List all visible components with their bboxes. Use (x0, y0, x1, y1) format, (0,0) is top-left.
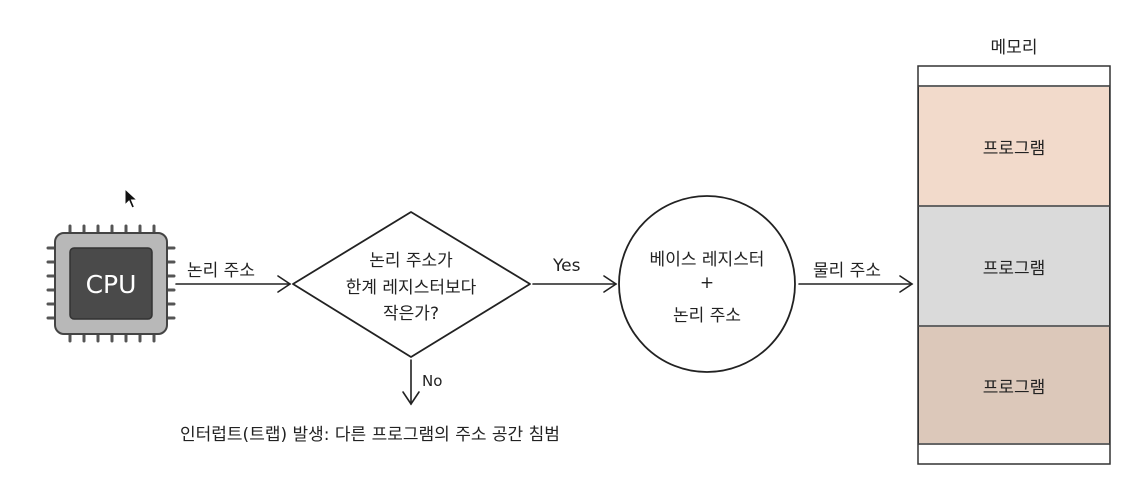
arrow-yes (532, 275, 618, 293)
cpu-chip: CPU (46, 224, 176, 343)
edge-label-physical-address: 물리 주소 (813, 261, 881, 281)
edge-label-no: No (422, 372, 443, 390)
interrupt-message: 인터럽트(트랩) 발생: 다른 프로그램의 주소 공간 침범 (180, 425, 560, 445)
cpu-label: CPU (86, 270, 137, 299)
memory-block-label: 프로그램 (982, 258, 1046, 279)
memory-block-label: 프로그램 (982, 377, 1046, 398)
arrow-logical-address (175, 275, 292, 293)
memory-dividers (918, 85, 1110, 445)
adder-text-line1: 베이스 레지스터 (649, 250, 765, 270)
decision-text-line3: 작은가? (383, 304, 439, 324)
adder-circle (618, 195, 796, 373)
edge-label-logical-address: 논리 주소 (187, 261, 255, 281)
adder-text-line3: 논리 주소 (673, 306, 741, 326)
arrow-no (402, 359, 420, 406)
edge-label-yes: Yes (553, 256, 581, 276)
adder-text-line2: + (699, 273, 715, 293)
decision-text-line2: 한계 레지스터보다 (345, 278, 477, 298)
cpu-die (69, 247, 153, 320)
memory-block-label: 프로그램 (982, 138, 1046, 159)
memory-block-program-1: 프로그램 (918, 87, 1110, 205)
arrow-physical-address (798, 275, 914, 293)
memory-block-program-2: 프로그램 (918, 207, 1110, 325)
decision-text-line1: 논리 주소가 (369, 251, 453, 271)
decision-diamond (292, 211, 531, 358)
mouse-cursor-icon (124, 188, 139, 209)
memory-block-program-3: 프로그램 (918, 327, 1110, 443)
memory-title: 메모리 (990, 38, 1038, 58)
